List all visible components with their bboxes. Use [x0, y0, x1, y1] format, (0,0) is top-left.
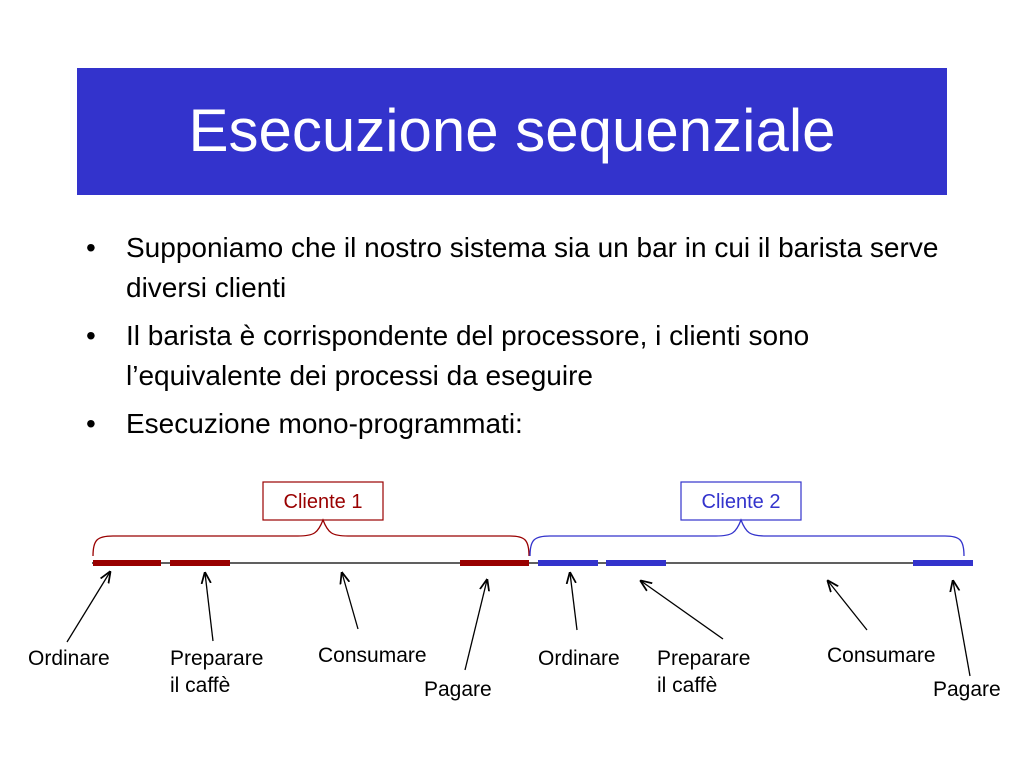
title-band: Esecuzione sequenziale	[77, 68, 947, 195]
bullet-item: • Supponiamo che il nostro sistema sia u…	[86, 228, 966, 308]
arrow-c1-ordinare	[66, 572, 110, 643]
c1-step-pagare-label: Pagare	[424, 678, 492, 701]
c2-step-pagare-label: Pagare	[933, 678, 1001, 701]
bullet-dot: •	[86, 408, 96, 439]
client-1-box	[262, 481, 384, 521]
arrow-c2-preparare	[641, 581, 724, 640]
c1-step-preparare-label: Preparare	[170, 647, 263, 670]
c2-step-ordinare-label: Ordinare	[538, 647, 620, 670]
arrow-c2-ordinare	[570, 573, 578, 631]
bullet-item: • Il barista è corrispondente del proces…	[86, 316, 966, 396]
arrow-c1-preparare	[205, 573, 214, 642]
client-2-segment-preparare	[606, 560, 666, 566]
arrow-c1-consumare	[342, 573, 359, 630]
bullet-text: Il barista è corrispondente del processo…	[126, 320, 810, 391]
arrow-c1-pagare	[464, 580, 487, 671]
c2-step-preparare-label: Preparare	[657, 647, 750, 670]
client-1-segment-pagare	[460, 560, 529, 566]
client-2-segment-ordinare	[538, 560, 598, 566]
client-1-brace	[92, 518, 530, 557]
client-1-segment-preparare	[170, 560, 230, 566]
slide-title: Esecuzione sequenziale	[188, 96, 836, 164]
arrow-c2-pagare	[953, 581, 971, 677]
bullet-item: • Esecuzione mono-programmati:	[86, 404, 966, 444]
bullet-text: Esecuzione mono-programmati:	[126, 408, 523, 439]
bullet-text: Supponiamo che il nostro sistema sia un …	[126, 232, 939, 303]
arrow-c2-consumare	[828, 581, 868, 631]
c2-step-preparare-label-2: il caffè	[657, 674, 717, 697]
c1-step-preparare-label-2: il caffè	[170, 674, 230, 697]
c1-step-consumare-label: Consumare	[318, 644, 427, 667]
c1-step-ordinare-label: Ordinare	[28, 647, 110, 670]
client-1-segment-ordinare	[93, 560, 161, 566]
bullet-list: • Supponiamo che il nostro sistema sia u…	[86, 228, 966, 452]
client-2-segment-pagare	[913, 560, 973, 566]
c2-step-consumare-label: Consumare	[827, 644, 936, 667]
bullet-dot: •	[86, 320, 96, 351]
client-2-label: Cliente 2	[702, 491, 781, 513]
bullet-dot: •	[86, 232, 96, 263]
client-2-box	[680, 481, 802, 521]
client-1-label: Cliente 1	[284, 491, 363, 513]
client-2-brace	[529, 518, 965, 557]
